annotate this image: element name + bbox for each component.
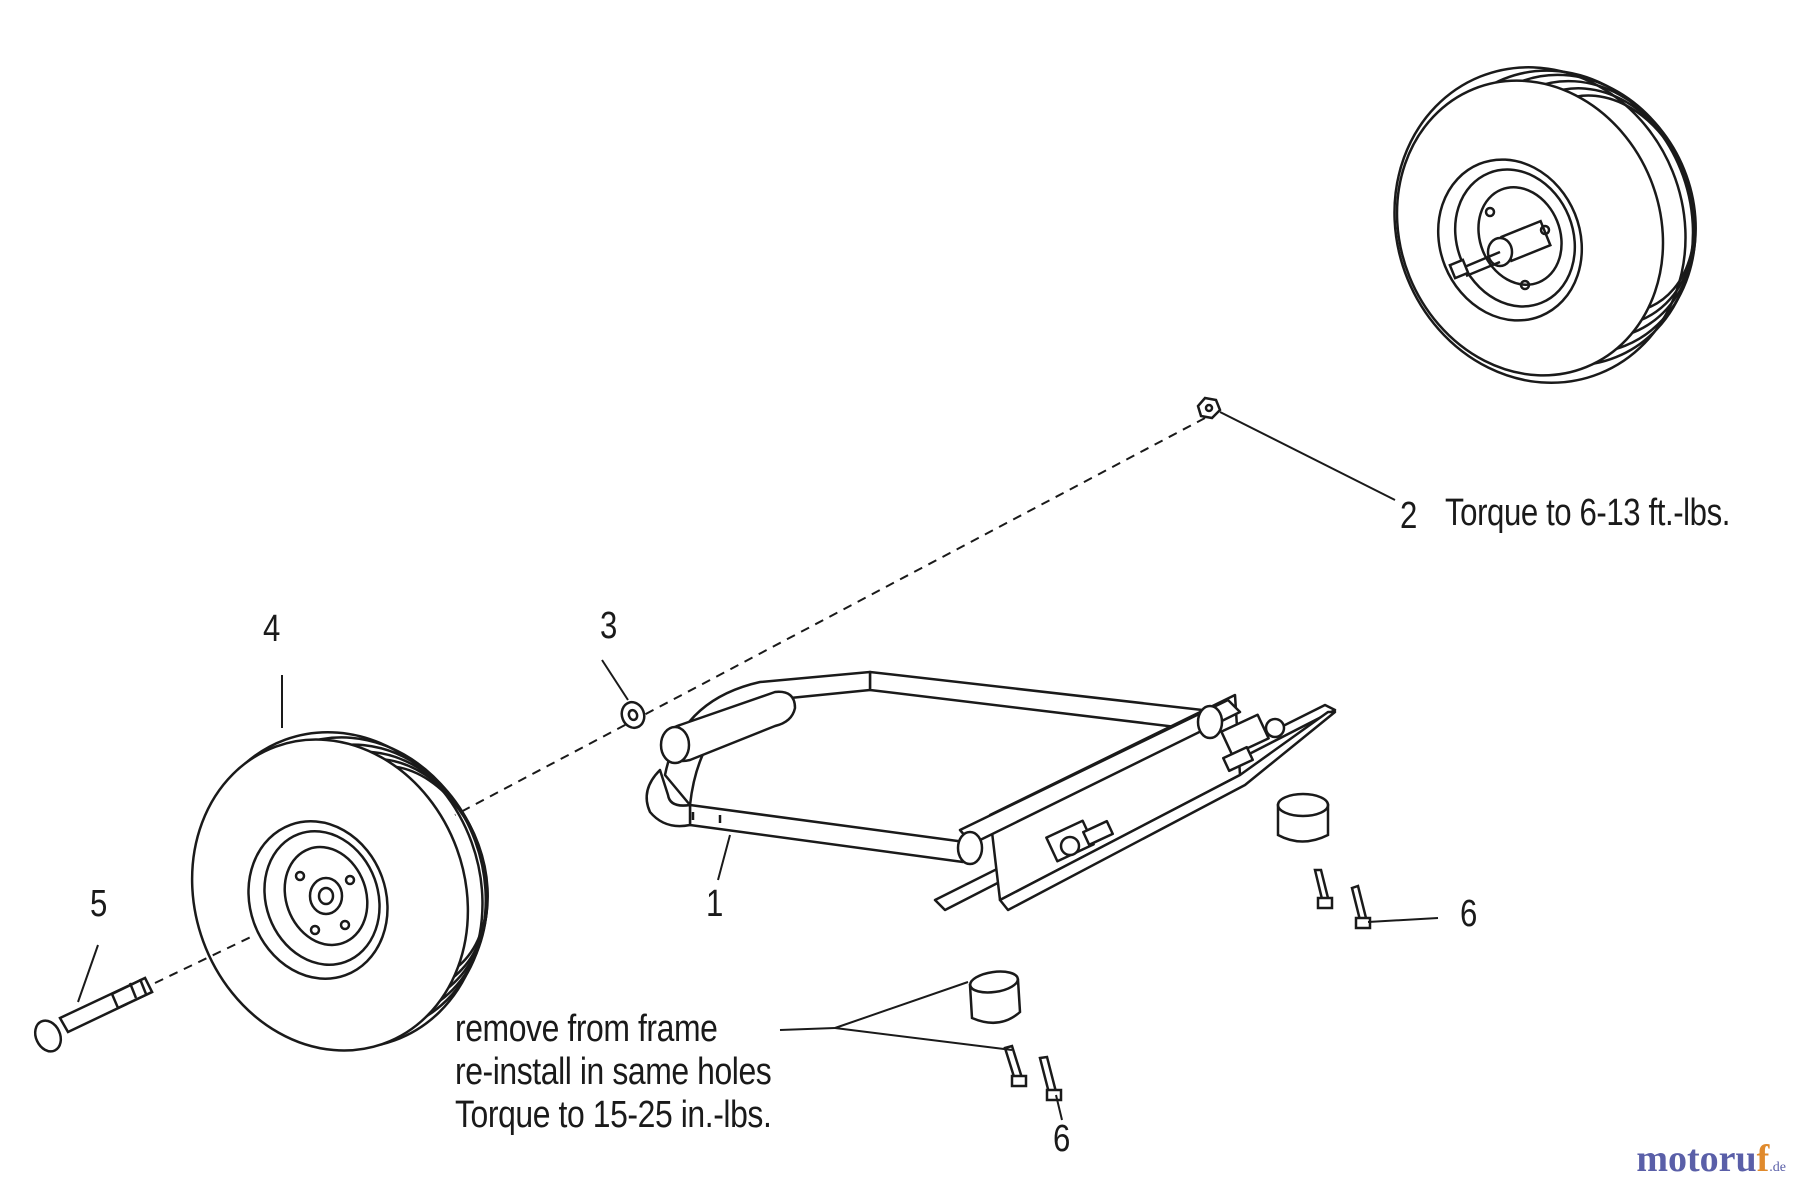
nut [1196, 396, 1222, 420]
watermark-main: motoru [1636, 1138, 1757, 1180]
callout-6-bottom: 6 [1053, 1118, 1070, 1160]
callout-2: 2 [1400, 495, 1417, 537]
callout-3: 3 [600, 605, 617, 647]
spacer-right [1276, 792, 1330, 843]
callout-4: 4 [263, 608, 280, 650]
leader-lines [77, 411, 1439, 1121]
wheel-right [1393, 66, 1697, 384]
torque-note-nut: Torque to 6-13 ft.-lbs. [1445, 492, 1731, 534]
washer [620, 700, 646, 730]
axle-bolt [33, 976, 154, 1053]
watermark-logo: motoruf.de [1636, 1137, 1786, 1181]
watermark-suffix: .de [1769, 1160, 1786, 1175]
frame-note-line-3: Torque to 15-25 in.-lbs. [455, 1094, 772, 1136]
wheel-left [190, 730, 489, 1052]
frame-note-line-2: re-install in same holes [455, 1051, 772, 1093]
frame-note-line-1: remove from frame [455, 1008, 718, 1050]
callout-1: 1 [706, 883, 723, 925]
callout-5: 5 [90, 883, 107, 925]
screws [1003, 868, 1372, 1102]
frame-note: remove from frame re-install in same hol… [455, 1008, 772, 1137]
frame [645, 670, 1337, 912]
axle-line [154, 417, 1206, 984]
watermark-f: f [1756, 1138, 1770, 1180]
callout-6-right: 6 [1460, 893, 1477, 935]
spacer-bottom [968, 970, 1022, 1025]
